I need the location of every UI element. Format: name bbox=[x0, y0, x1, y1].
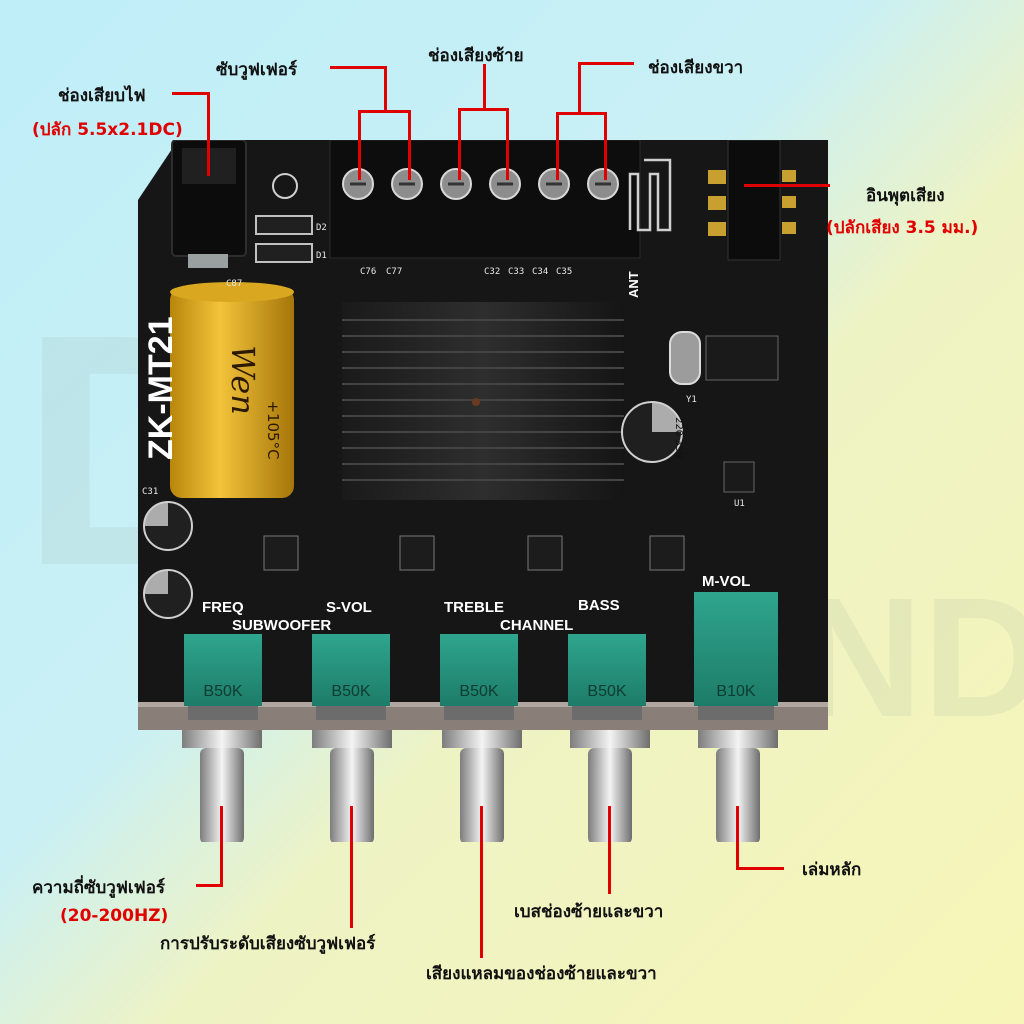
leader-bass-v bbox=[608, 806, 611, 894]
knob-freq bbox=[182, 730, 262, 842]
leader-left-bar bbox=[458, 108, 508, 111]
leader-subwoofer-v bbox=[384, 66, 387, 112]
silk-mvol: M-VOL bbox=[702, 573, 750, 590]
leader-right-h bbox=[578, 62, 634, 65]
ref-u1: U1 bbox=[734, 499, 745, 509]
ic-main bbox=[705, 335, 779, 381]
ic-svol bbox=[399, 535, 435, 571]
leader-left-l bbox=[458, 108, 461, 180]
label-audio-input-spec: (ปลักเสียง 3.5 มม.) bbox=[826, 218, 979, 238]
leader-mvol-v bbox=[736, 806, 739, 870]
knob-treble bbox=[442, 730, 522, 842]
leader-svol-v bbox=[350, 806, 353, 928]
silk-treble: TREBLE bbox=[444, 599, 504, 616]
speaker-terminal-block bbox=[329, 140, 641, 259]
board-model: ZK-MT21 bbox=[142, 316, 180, 460]
ref-c33: C33 bbox=[508, 267, 524, 277]
leader-power-v bbox=[207, 92, 210, 176]
ref-c35: C35 bbox=[556, 267, 572, 277]
silk-svol: S-VOL bbox=[326, 599, 372, 616]
pot-mvol-value: B10K bbox=[716, 683, 755, 700]
pot-mvol: B10K bbox=[694, 592, 778, 720]
leader-left-r bbox=[506, 108, 509, 180]
knob-svol bbox=[312, 730, 392, 842]
label-bass-knob: เบสช่องซ้ายและขวา bbox=[514, 902, 664, 922]
ref-c34: C34 bbox=[532, 267, 548, 277]
capacitor-main: Wen +105°C bbox=[170, 282, 294, 498]
capacitor-220uf: 220 35V bbox=[621, 401, 684, 463]
leader-subwoofer-h bbox=[330, 66, 386, 69]
leader-treble-v bbox=[480, 806, 483, 958]
leader-input-h bbox=[744, 184, 830, 187]
crystal-y1 bbox=[669, 331, 701, 385]
ref-c31: C31 bbox=[142, 487, 158, 497]
leader-subwoofer-r bbox=[408, 110, 411, 180]
watermark-right: ND bbox=[800, 563, 1024, 753]
amplifier-board: D2 D1 ANT Wen +105°C C87 ZK-MT21 bbox=[138, 140, 828, 730]
ic-freq bbox=[263, 535, 299, 571]
leader-right-r bbox=[604, 112, 607, 180]
ref-c32: C32 bbox=[484, 267, 500, 277]
knob-shafts bbox=[182, 730, 778, 842]
ref-y1: Y1 bbox=[686, 395, 697, 405]
label-freq-knob-spec: (20-200HZ) bbox=[60, 906, 169, 926]
leader-subwoofer-bar bbox=[358, 110, 410, 113]
label-power-jack: ช่องเสียบไฟ bbox=[58, 86, 146, 106]
diode-d2 bbox=[255, 215, 313, 235]
silk-ant: ANT bbox=[626, 271, 641, 298]
power-jack bbox=[171, 140, 247, 268]
label-left-channel: ช่องเสียงซ้าย bbox=[428, 46, 524, 66]
leader-right-v bbox=[578, 62, 581, 114]
leader-mvol-h bbox=[736, 867, 784, 870]
capacitor-220uf-label: 220 35V bbox=[673, 417, 684, 459]
ic-tone bbox=[527, 535, 563, 571]
antenna-trace bbox=[628, 158, 672, 232]
label-freq-knob: ความถี่ซับวูฟเฟอร์ bbox=[32, 878, 166, 898]
pot-freq-value: B50K bbox=[203, 683, 242, 700]
silk-channel: CHANNEL bbox=[500, 617, 573, 634]
knob-bass bbox=[570, 730, 650, 842]
capacitor-temp: +105°C bbox=[264, 400, 282, 459]
capacitor-c40 bbox=[143, 569, 193, 619]
ic-bass bbox=[649, 535, 685, 571]
leader-subwoofer-l bbox=[358, 110, 361, 180]
capacitor-brand: Wen bbox=[224, 345, 262, 415]
silk-bass: BASS bbox=[578, 597, 620, 614]
diode-d1 bbox=[255, 243, 313, 263]
leader-right-bar bbox=[556, 112, 606, 115]
leader-freq-h bbox=[196, 884, 223, 887]
leader-power-h bbox=[172, 92, 210, 95]
pot-bass-value: B50K bbox=[587, 683, 626, 700]
pot-svol: B50K bbox=[312, 634, 390, 720]
label-main-volume-knob: เล่มหลัก bbox=[802, 860, 862, 880]
pot-freq: B50K bbox=[184, 634, 262, 720]
silk-freq: FREQ bbox=[202, 599, 244, 616]
label-sub-level-knob: การปรับระดับเสียงซับวูฟเฟอร์ bbox=[160, 934, 376, 954]
silk-subwoofer: SUBWOOFER bbox=[232, 617, 331, 634]
ref-d1: D1 bbox=[316, 251, 327, 261]
pot-bass: B50K bbox=[568, 634, 646, 720]
ref-c87: C87 bbox=[226, 279, 242, 289]
heatsink bbox=[342, 302, 624, 500]
label-audio-input: อินพุตเสียง bbox=[866, 186, 945, 206]
ic-u1 bbox=[723, 461, 755, 493]
label-right-channel: ช่องเสียงขวา bbox=[648, 58, 744, 78]
ref-c76: C76 bbox=[360, 267, 376, 277]
audio-jack bbox=[727, 140, 781, 261]
leader-left-v bbox=[483, 64, 486, 110]
label-power-jack-spec: (ปลัก 5.5x2.1DC) bbox=[32, 120, 183, 140]
ref-d2: D2 bbox=[316, 223, 327, 233]
label-treble-knob: เสียงแหลมของช่องซ้ายและขวา bbox=[426, 964, 657, 984]
label-subwoofer-out: ซับวูฟเฟอร์ bbox=[216, 60, 298, 80]
pot-svol-value: B50K bbox=[331, 683, 370, 700]
ref-c77: C77 bbox=[386, 267, 402, 277]
capacitor-c31 bbox=[143, 501, 193, 551]
pot-treble-value: B50K bbox=[459, 683, 498, 700]
leader-right-l bbox=[556, 112, 559, 180]
leader-freq-v bbox=[220, 806, 223, 886]
logo-mark bbox=[272, 173, 298, 199]
knob-mvol bbox=[698, 730, 778, 842]
pot-treble: B50K bbox=[440, 634, 518, 720]
terminal-screws bbox=[342, 168, 619, 200]
